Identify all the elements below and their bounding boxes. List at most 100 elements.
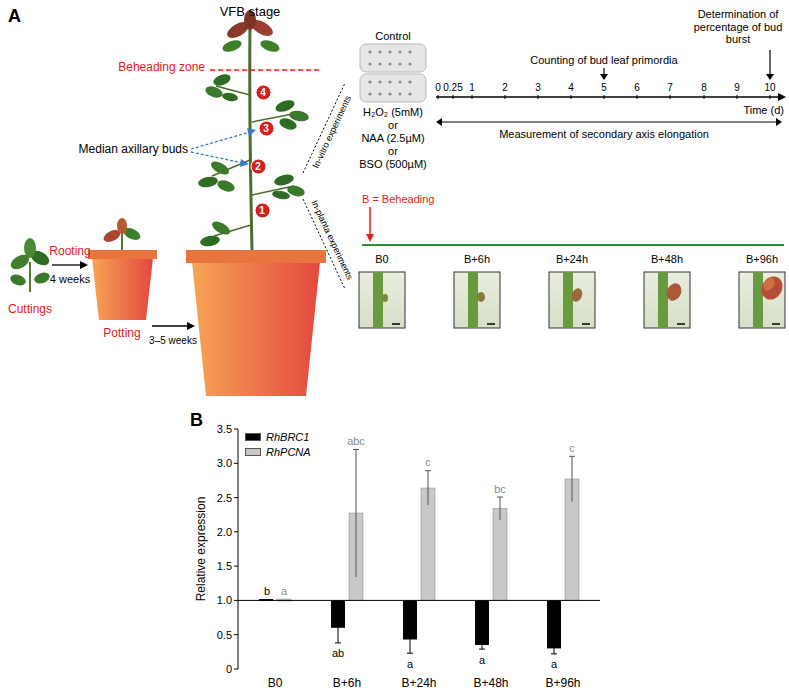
- chart-axis: [234, 429, 238, 430]
- tick-label: 8: [701, 82, 707, 94]
- rose-plant: [221, 92, 238, 103]
- rose-plant: [212, 72, 232, 88]
- time-axis: [670, 95, 671, 99]
- step-arrow: [80, 261, 88, 269]
- error-bar: [335, 613, 557, 654]
- time-axis: [436, 96, 780, 97]
- timeline-note: Counting of bud leaf primordia: [530, 54, 677, 67]
- step-arrow: [152, 322, 195, 330]
- timeline-note: Measurement of secondary axis elongation: [499, 128, 709, 141]
- cutting-drawing: [8, 238, 51, 292]
- small-pot: [121, 232, 123, 250]
- legend-text: RhBRC1: [266, 431, 309, 444]
- rose-plant: [209, 159, 231, 178]
- tick-label: 2.5: [217, 491, 232, 504]
- error-bar: [482, 641, 483, 649]
- bud-photo: [664, 281, 684, 303]
- cutting-drawing: [24, 238, 36, 258]
- culture-plate: [388, 80, 391, 83]
- rose-plant: [186, 250, 326, 263]
- time-axis: [770, 95, 771, 99]
- culture-plate: [368, 80, 371, 83]
- bud-photo: [563, 272, 573, 328]
- tick-label: 5: [601, 82, 607, 94]
- error-bar: [569, 456, 575, 457]
- small-pot: [88, 218, 157, 320]
- note-arrow: [603, 68, 604, 75]
- significance-letter: a: [479, 654, 485, 667]
- error-bar: [353, 450, 575, 578]
- culture-plate: [398, 92, 401, 95]
- axis-title: Time (d): [743, 104, 784, 117]
- beheading-arrow: [369, 207, 371, 236]
- bud-photo: [677, 323, 685, 325]
- rose-plant: [273, 173, 295, 188]
- category-label: B0: [268, 677, 283, 691]
- cutting-drawing: [29, 262, 31, 292]
- bud-photo: [359, 272, 405, 328]
- bar-series: [259, 479, 579, 648]
- panel-letter: B: [190, 410, 203, 431]
- zone-label: Beheading zone: [118, 61, 205, 75]
- culture-plate: [408, 92, 411, 95]
- chart-axis: [238, 429, 239, 669]
- callout-circle-shape: [251, 159, 266, 174]
- chart-axis: [234, 600, 238, 601]
- time-axis: [453, 95, 454, 99]
- culture-plate: [368, 92, 371, 95]
- callout-number: 2: [250, 158, 267, 175]
- legend-swatch: [245, 433, 261, 441]
- chart-axis: [234, 531, 238, 532]
- chart-axis: [234, 429, 238, 669]
- time-axis: [704, 95, 705, 99]
- significance-letter: abc: [347, 435, 365, 448]
- significance-letter: c: [425, 456, 431, 469]
- callout-circle-shape: [259, 121, 274, 136]
- duration-label: 3–5 weeks: [149, 335, 197, 347]
- tick-label: 2.0: [217, 525, 232, 538]
- chart-axis: [234, 497, 238, 498]
- bud-photo: [487, 323, 495, 325]
- step-arrow: [52, 261, 88, 269]
- step-label: Potting: [103, 327, 140, 341]
- cutting-drawing: [33, 271, 51, 286]
- tick-label: 9: [734, 82, 740, 94]
- tick-label: 4: [568, 82, 574, 94]
- tick-label: 0.5: [217, 628, 232, 641]
- rose-plant: [221, 38, 243, 54]
- error-bar: [410, 626, 411, 653]
- significance-letter: c: [569, 442, 575, 455]
- significance-letter: ab: [332, 647, 344, 660]
- category-label: B+6h: [333, 677, 361, 691]
- time-axis: [538, 95, 539, 99]
- step-arrow: [152, 325, 189, 326]
- step-arrow: [187, 322, 195, 330]
- culture-plate: [378, 80, 381, 83]
- baseline: [238, 600, 600, 601]
- error-bar: [353, 449, 359, 450]
- callout-number: 3: [258, 120, 275, 137]
- bar-series: [475, 600, 489, 645]
- tick-label: 0: [435, 82, 441, 94]
- duration-label: 4 weeks: [50, 273, 90, 286]
- bud-photo: [373, 272, 383, 328]
- cutting-drawing: [9, 273, 27, 288]
- error-bar: [338, 613, 339, 643]
- treatment-label: or: [388, 119, 398, 132]
- tick-label: 3.5: [217, 423, 232, 436]
- callout-circle: 3: [258, 120, 275, 137]
- callout-circle-shape: [255, 203, 270, 218]
- bud-photo: [382, 294, 388, 302]
- time-axis: [436, 93, 786, 101]
- callout-circle-shape: [256, 85, 271, 100]
- bud-photo: [570, 287, 584, 304]
- event-label: B = Beheading: [362, 193, 434, 206]
- beheading-arrow: [366, 207, 374, 242]
- rose-plant: [278, 116, 298, 132]
- significance-letter: b: [264, 585, 270, 598]
- bud-photo: [392, 323, 400, 325]
- small-pot: [92, 258, 153, 320]
- callout-circle: 4: [255, 84, 272, 101]
- tick-label: 0: [226, 663, 232, 676]
- note-arrow: [766, 74, 774, 80]
